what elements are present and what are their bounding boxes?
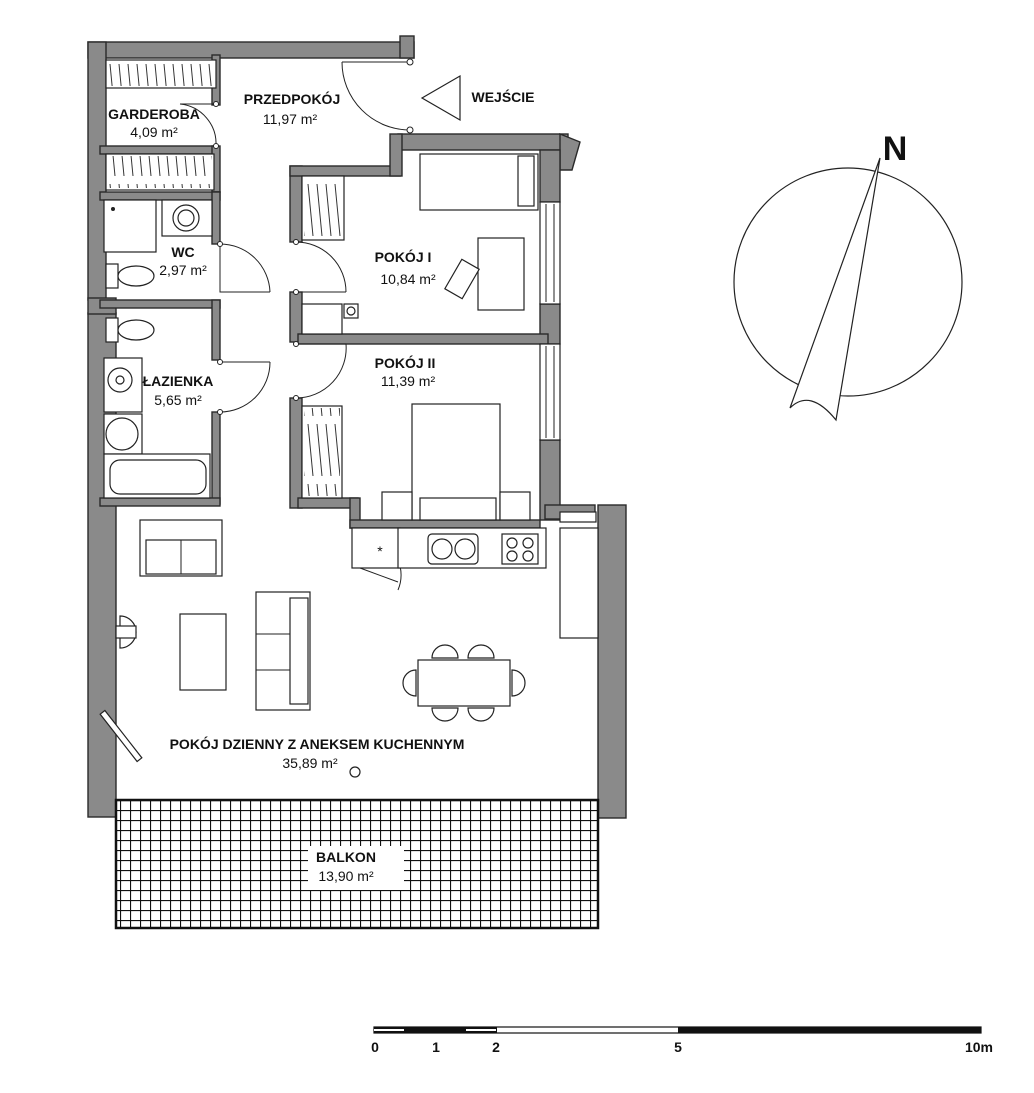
room-name: POKÓJ II	[375, 354, 436, 371]
room-area: 2,97 m²	[159, 262, 207, 278]
room-area: 35,89 m²	[282, 755, 338, 771]
inner-walls	[99, 54, 549, 529]
pokoj-1-furniture	[301, 153, 539, 335]
bathroom-fixtures	[103, 317, 211, 499]
garderoba-wardrobes	[105, 59, 217, 191]
living-room-furniture	[99, 519, 526, 778]
room-area: 11,39 m²	[381, 373, 436, 389]
room-area: 13,90 m²	[318, 868, 374, 884]
wc-fixtures	[103, 199, 213, 289]
fridge-mark: *	[377, 543, 383, 559]
room-area: 10,84 m²	[380, 271, 436, 287]
compass: N	[733, 130, 963, 422]
scale-label: 10m	[965, 1039, 993, 1055]
windows	[539, 201, 597, 523]
room-pokoj-2: POKÓJ II 11,39 m²	[375, 354, 436, 389]
room-przedpokoj: PRZEDPOKÓJ 11,97 m²	[244, 90, 340, 127]
scale-label: 0	[371, 1039, 379, 1055]
room-name: BALKON	[316, 849, 376, 865]
room-name: POKÓJ I	[375, 248, 432, 265]
north-label: N	[883, 130, 908, 168]
room-name: ŁAZIENKA	[143, 373, 214, 389]
room-living-kitchen: POKÓJ DZIENNY Z ANEKSEM KUCHENNYM 35,89 …	[170, 735, 465, 771]
balcony	[114, 798, 600, 930]
room-area: 4,09 m²	[130, 124, 178, 140]
entrance-label: WEJŚCIE	[471, 88, 534, 105]
room-name: WC	[171, 244, 194, 260]
room-name: PRZEDPOKÓJ	[244, 90, 340, 107]
pokoj-2-furniture	[301, 403, 531, 521]
doors	[179, 58, 414, 591]
room-garderoba: GARDEROBA 4,09 m²	[108, 106, 200, 140]
scale-label: 2	[492, 1039, 500, 1055]
entrance-arrow-icon	[420, 74, 461, 122]
room-area: 5,65 m²	[154, 392, 202, 408]
room-balkon: BALKON 13,90 m²	[316, 849, 376, 884]
scale-label: 5	[674, 1039, 682, 1055]
scale-bar: 0 1 2 5 10m	[371, 1026, 993, 1055]
kitchen: *	[351, 527, 599, 639]
room-wc: WC 2,97 m²	[159, 244, 207, 278]
room-lazienka: ŁAZIENKA 5,65 m²	[143, 373, 214, 408]
room-area: 11,97 m²	[263, 111, 318, 127]
room-name: POKÓJ DZIENNY Z ANEKSEM KUCHENNYM	[170, 735, 465, 752]
room-name: GARDEROBA	[108, 106, 200, 122]
room-pokoj-1: POKÓJ I 10,84 m²	[375, 248, 436, 287]
scale-label: 1	[432, 1039, 440, 1055]
